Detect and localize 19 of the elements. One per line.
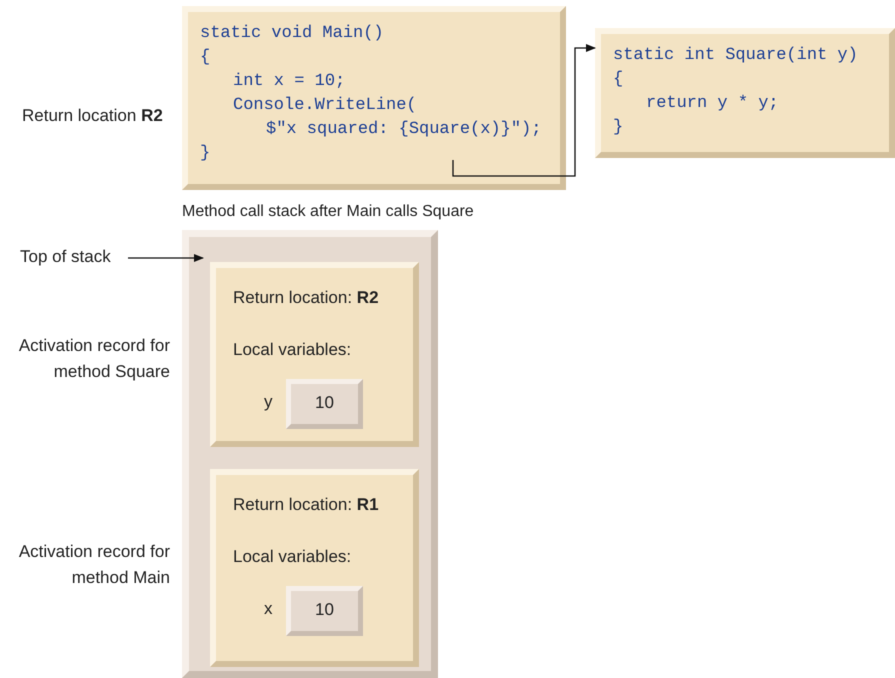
activation-record-label: Activation record for method Square <box>18 335 170 383</box>
return-location-label: Return location R2 <box>22 105 164 127</box>
variable-value-box: 10 <box>286 586 363 636</box>
pointer-label: Top of stack <box>20 247 130 271</box>
stack-heading: Method call stack after Main calls Square <box>182 203 474 221</box>
code-box: static int Square(int y) { return y * y; } <box>595 28 895 158</box>
activation-record-box <box>210 262 419 447</box>
return-location-text: Return location: R2 <box>233 288 379 308</box>
return-location-text: Return location: R1 <box>233 495 379 515</box>
variable-name: y <box>264 392 272 412</box>
variable-value-box: 10 <box>286 379 363 429</box>
activation-record-box <box>210 469 419 667</box>
arrow <box>128 254 204 262</box>
local-variables-text: Local variables: <box>233 340 352 360</box>
local-variables-text: Local variables: <box>233 547 352 567</box>
variable-name: x <box>264 599 272 619</box>
activation-record-label: Activation record for method Main <box>18 541 170 589</box>
arrow <box>452 44 596 177</box>
code-box: static void Main() { int x = 10; Console.WriteLine( $"x squared: {Square(x)}"); } <box>182 6 566 190</box>
